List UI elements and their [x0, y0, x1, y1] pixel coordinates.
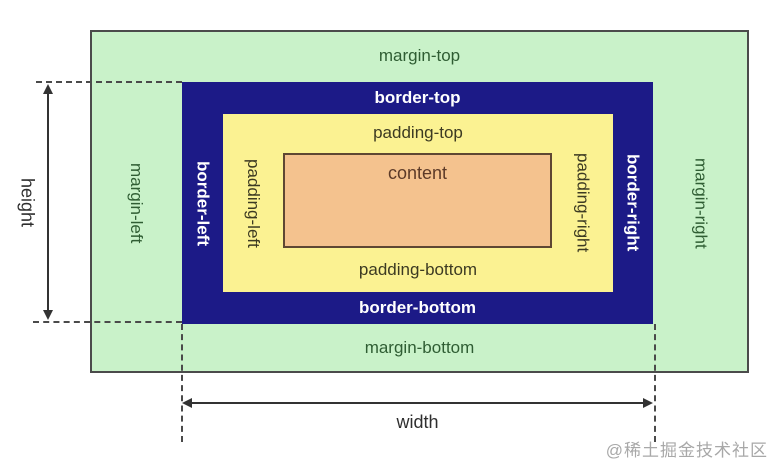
width-arrow [188, 402, 650, 404]
margin-left-text: margin-left [127, 162, 146, 244]
dashed-guide-top [36, 81, 182, 83]
height-arrowhead-down-icon [43, 310, 53, 320]
border-left-text: border-left [193, 160, 213, 246]
height-arrowhead-up-icon [43, 84, 53, 94]
border-bottom-label: border-bottom [358, 298, 477, 317]
dashed-guide-left [181, 324, 183, 442]
padding-left-text: padding-left [244, 158, 263, 248]
height-text: height [17, 178, 38, 228]
watermark: @稀土掘金技术社区 [605, 441, 768, 460]
margin-top-label: margin-top [378, 46, 461, 65]
border-top-label: border-top [374, 88, 461, 107]
padding-bottom-label: padding-bottom [358, 260, 478, 279]
height-arrow [47, 88, 49, 316]
margin-right-label: margin-right [653, 82, 748, 324]
padding-right-text: padding-right [573, 153, 593, 253]
width-dimension-label: width [396, 412, 439, 432]
width-arrowhead-right-icon [643, 398, 653, 408]
margin-bottom-label: margin-bottom [364, 338, 475, 357]
padding-top-label: padding-top [373, 123, 463, 142]
dashed-guide-bottom [33, 321, 182, 323]
margin-left-label: margin-left [90, 82, 182, 324]
width-arrowhead-left-icon [182, 398, 192, 408]
padding-right-label: padding-right [552, 114, 613, 292]
border-right-text: border-right [623, 154, 643, 252]
content-label: content [387, 163, 448, 183]
height-dimension-label: height [12, 82, 42, 324]
border-left-label: border-left [182, 82, 223, 324]
content-box [283, 153, 552, 248]
padding-left-label: padding-left [223, 114, 283, 292]
margin-right-text: margin-right [691, 157, 711, 249]
border-right-label: border-right [612, 82, 653, 324]
dashed-guide-right [654, 324, 656, 442]
